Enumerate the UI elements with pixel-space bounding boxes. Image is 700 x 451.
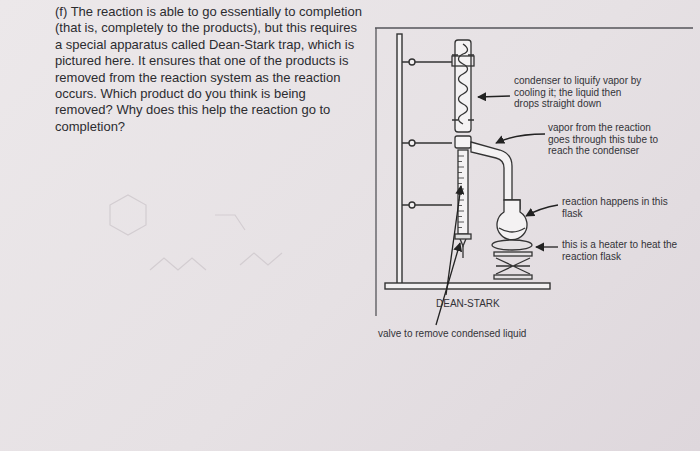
- heater: [492, 240, 532, 279]
- frame: [375, 28, 693, 316]
- graduation-tick: [458, 156, 464, 157]
- graduation-tick: [458, 167, 464, 168]
- graduation-tick: [458, 211, 464, 212]
- graduation-tick: [458, 227, 462, 228]
- annotation: this is a heater to heat the reaction fl…: [562, 239, 690, 262]
- annotation: vapor from the reaction goes through thi…: [548, 122, 660, 157]
- graduation-tick: [458, 222, 464, 223]
- graduations: [458, 156, 464, 228]
- annotation: valve to remove condensed liquid: [378, 328, 526, 340]
- graduation-tick: [458, 178, 464, 179]
- question-text: (f) The reaction is able to go essential…: [55, 4, 363, 135]
- annotation: reaction happens in this flask: [562, 196, 672, 219]
- graduation-tick: [458, 161, 462, 162]
- part-label: DEAN-STARK: [436, 298, 500, 310]
- annotation: condenser to liquify vapor by cooling it…: [514, 75, 646, 110]
- faint-bleed-through: [110, 195, 282, 270]
- reaction-flask: [497, 200, 527, 240]
- graduation-tick: [458, 216, 462, 217]
- graduation-tick: [458, 183, 462, 184]
- leader-arrows: [436, 96, 558, 325]
- condenser: [452, 40, 474, 148]
- graduation-tick: [458, 172, 462, 173]
- ring-stand: [385, 34, 550, 289]
